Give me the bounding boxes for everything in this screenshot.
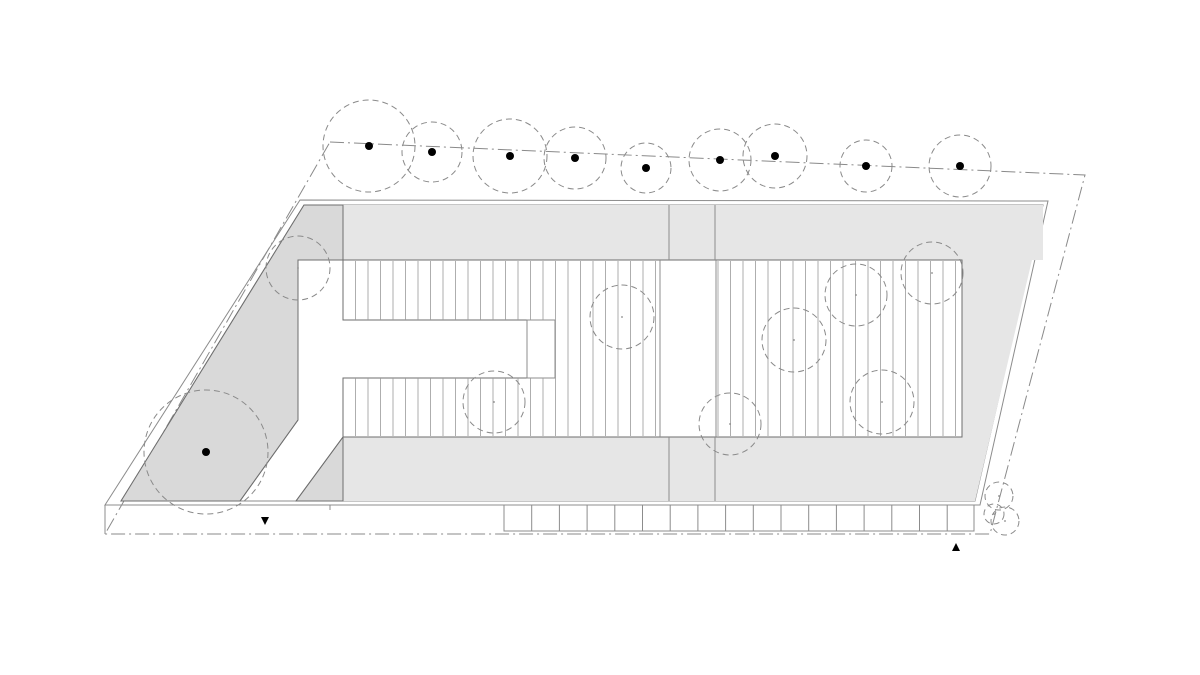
walkway-edge	[295, 436, 344, 502]
tree-canopy-icon	[742, 123, 808, 189]
tree-center	[998, 495, 1000, 497]
tree-trunk	[202, 448, 210, 456]
tree-trunk	[365, 142, 373, 150]
tree-center	[729, 423, 731, 425]
tree-center	[931, 272, 933, 274]
tree-canopy-icon	[589, 284, 655, 350]
tree-trunk	[428, 148, 436, 156]
tree-canopy-icon	[265, 235, 331, 301]
walkway-edge	[239, 419, 299, 502]
tree-trunk	[506, 152, 514, 160]
deck-clear-strip	[660, 261, 716, 436]
tree-trunk	[642, 164, 650, 172]
tree-canopy-icon	[322, 99, 416, 193]
tree-center	[793, 339, 795, 341]
tree-canopy-icon	[761, 307, 827, 373]
tree-center	[297, 267, 299, 269]
tree-canopy-icon	[698, 392, 762, 456]
tree-canopy-icon	[401, 121, 463, 183]
tree-canopy-icon	[462, 370, 526, 434]
tree-canopy-icon	[983, 503, 1005, 525]
tree-trunk	[771, 152, 779, 160]
tree-canopy-icon	[990, 506, 1020, 536]
deck-notch-frame	[526, 319, 556, 379]
tree-center	[1004, 520, 1006, 522]
tree-center	[993, 513, 995, 515]
paving-bottom-band	[343, 437, 962, 501]
tree-canopy-icon	[928, 134, 992, 198]
tree-canopy-icon	[620, 142, 672, 194]
tree-trunk	[716, 156, 724, 164]
tree-canopy-icon	[472, 118, 548, 194]
tree-canopy-icon	[900, 241, 964, 305]
tree-group	[143, 99, 1020, 536]
property-boundary	[104, 141, 1086, 535]
paving-right-band	[962, 260, 1032, 501]
tree-canopy-icon	[688, 128, 752, 192]
paver-row	[503, 504, 975, 532]
tree-trunk	[862, 162, 870, 170]
tree-canopy-icon	[543, 126, 607, 190]
tree-canopy-icon	[984, 481, 1014, 511]
paver-frame	[503, 504, 975, 532]
tree-center	[621, 316, 623, 318]
triangle-down-icon	[261, 517, 269, 525]
central-deck-outline	[342, 259, 963, 438]
tree-canopy-icon	[839, 139, 893, 193]
left-ramp	[120, 204, 344, 502]
paving-top-band	[343, 205, 1043, 260]
tree-canopy-icon	[824, 263, 888, 327]
tree-canopy-icon	[143, 389, 269, 515]
triangle-up-icon	[952, 543, 960, 551]
tree-center	[855, 294, 857, 296]
tree-trunk	[956, 162, 964, 170]
tree-center	[881, 401, 883, 403]
outer-wall	[104, 199, 1049, 506]
tree-center	[493, 401, 495, 403]
tree-canopy-icon	[849, 369, 915, 435]
tree-trunk	[571, 154, 579, 162]
